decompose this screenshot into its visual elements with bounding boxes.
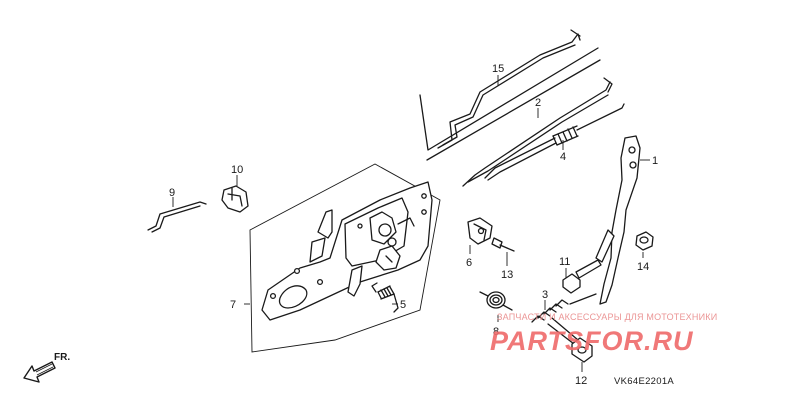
part-13-screw[interactable]: [491, 237, 515, 252]
callout-numbers: 15 2 4 1 10 9 7 6 13 11 14 3 8 12 5: [169, 63, 658, 387]
part-11-bolt[interactable]: [562, 259, 602, 294]
callout-7[interactable]: 7: [230, 299, 236, 311]
callout-13[interactable]: 13: [501, 269, 513, 281]
part-3-spring[interactable]: [531, 293, 597, 323]
callout-4[interactable]: 4: [560, 151, 566, 163]
part-6-bracket[interactable]: [467, 217, 493, 245]
callout-5[interactable]: 5: [400, 299, 406, 311]
part-5-spring[interactable]: [371, 282, 399, 313]
callout-1[interactable]: 1: [652, 155, 658, 167]
leader-lines: [172, 75, 650, 372]
callout-9[interactable]: 9: [169, 187, 175, 199]
watermark-brand: PARTSFOR.RU: [490, 326, 694, 356]
part-7-control-plate[interactable]: [261, 181, 433, 321]
callout-15[interactable]: 15: [492, 63, 504, 75]
callout-11[interactable]: 11: [559, 256, 570, 268]
part-4-spring-rod[interactable]: [484, 103, 625, 181]
front-label: FR.: [54, 352, 70, 363]
callout-10[interactable]: 10: [231, 164, 243, 176]
callout-2[interactable]: 2: [535, 97, 541, 109]
callout-6[interactable]: 6: [466, 257, 472, 269]
watermark: ЗАПЧАСТИ И АКСЕССУАРЫ ДЛЯ МОТОТЕХНИКИ PA…: [490, 312, 717, 356]
part-9-rod[interactable]: [147, 201, 207, 233]
part-15-rod[interactable]: [419, 29, 601, 161]
callout-14[interactable]: 14: [637, 261, 649, 273]
part-10-clip[interactable]: [221, 185, 249, 213]
part-4-spring-coil: [552, 125, 579, 146]
part-8-torsion-spring[interactable]: [479, 291, 513, 311]
part-12-bolt[interactable]: [547, 317, 593, 363]
front-arrow-icon: [23, 361, 56, 383]
diagram-code: VK64E2201A: [614, 376, 674, 387]
front-direction-indicator: FR.: [23, 352, 70, 383]
watermark-tagline: ЗАПЧАСТИ И АКСЕССУАРЫ ДЛЯ МОТОТЕХНИКИ: [497, 312, 717, 322]
part-2-rod[interactable]: [462, 77, 613, 187]
part-1-lever[interactable]: [595, 135, 641, 305]
callout-8[interactable]: 8: [493, 326, 499, 338]
callout-3[interactable]: 3: [542, 289, 548, 301]
part-7-assembly-box: [249, 163, 441, 353]
part-14-nut[interactable]: [635, 231, 654, 251]
callout-12[interactable]: 12: [575, 375, 587, 387]
